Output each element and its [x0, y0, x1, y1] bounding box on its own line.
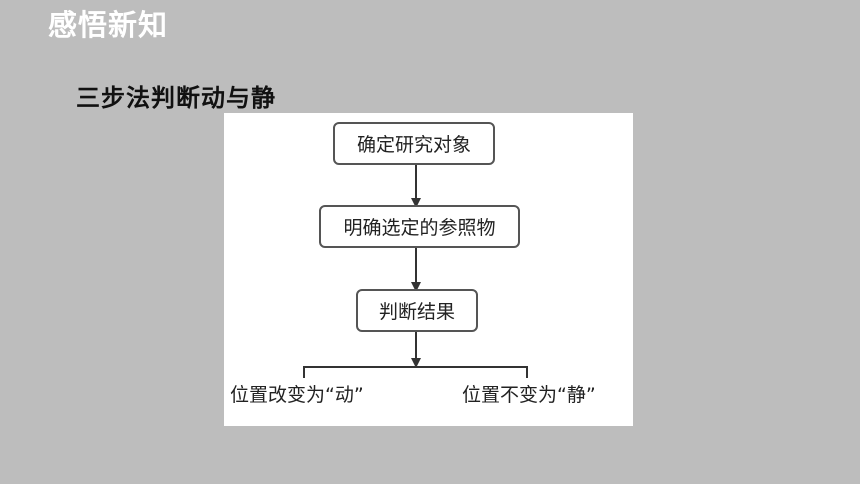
step-choose-reference: 明确选定的参照物 [319, 205, 520, 248]
flowchart-panel: 确定研究对象 明确选定的参照物 判断结果 位置改变为“动” 位置不变为“静” [224, 113, 633, 426]
step-judge-result: 判断结果 [356, 289, 478, 332]
branch-bracket [303, 366, 528, 378]
outcome-static: 位置不变为“静” [462, 384, 596, 406]
step-identify-object: 确定研究对象 [333, 122, 495, 165]
slide-title: 感悟新知 [48, 8, 169, 42]
section-subtitle: 三步法判断动与静 [76, 83, 276, 112]
flowchart-connectors [303, 165, 528, 378]
outcome-moving: 位置改变为“动” [230, 384, 364, 406]
